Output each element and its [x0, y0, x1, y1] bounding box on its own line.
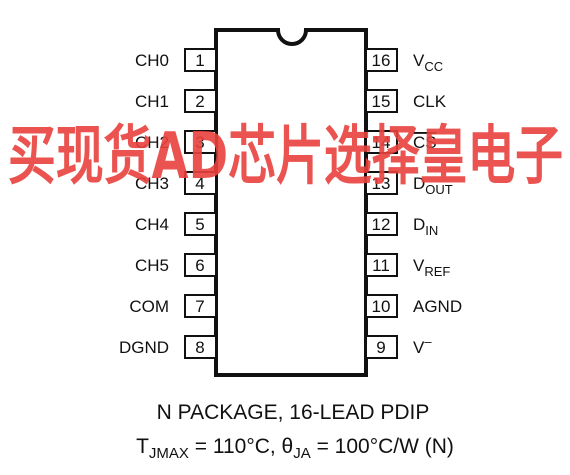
pin-number: 7: [195, 297, 204, 316]
pin-label: DGND: [119, 338, 169, 357]
pin-6: 6 CH5: [135, 253, 217, 277]
pin-number: 11: [372, 256, 390, 275]
pin-number: 9: [376, 338, 385, 357]
pin-number: 6: [195, 256, 204, 275]
tjmax-subscript: JMAX: [149, 445, 189, 462]
pin-1: 1 CH0: [135, 48, 217, 72]
pin-box: [184, 171, 217, 195]
pin-15: 15 CLK: [365, 89, 447, 113]
pin-box: [184, 335, 217, 359]
pin-number: 14: [372, 133, 391, 152]
pin-box: [365, 335, 398, 359]
pin-number: 16: [372, 51, 391, 70]
pin-14: 14 CS: [365, 130, 437, 154]
pin-label: VREF: [413, 256, 450, 279]
pin-label: VCC: [413, 51, 443, 74]
pin-label-subscript: OUT: [425, 182, 453, 197]
pin-label: CH4: [135, 215, 169, 234]
theta-value: = 100°C/W (N): [311, 435, 454, 458]
pin-number: 8: [195, 338, 204, 357]
pin-label: AGND: [413, 297, 462, 316]
pin-label-main: D: [413, 174, 425, 193]
pin-label: CLK: [413, 92, 447, 111]
pin-label: CH3: [135, 174, 169, 193]
pin-box: [365, 48, 398, 72]
pin-10: 10 AGND: [365, 294, 462, 318]
pin-label-main: CLK: [413, 92, 447, 111]
pin-label-superscript: –: [424, 334, 432, 349]
left-pin-group: 1 CH0 2 CH1 3 CH2 4 CH3 5 CH4 6 CH5 7 COM 8 DGND: [119, 48, 217, 359]
watermark-text: 买现货AD芯片选择皇电子: [8, 120, 563, 194]
pin-box: [365, 212, 398, 236]
theta-subscript: JA: [293, 445, 311, 462]
pin-label: V–: [413, 334, 432, 357]
pin-box: [365, 253, 398, 277]
pin-4: 4 CH3: [135, 171, 217, 195]
pin-label: CS: [413, 133, 437, 152]
pin-number: 5: [195, 215, 204, 234]
pin-label-subscript: CC: [424, 59, 443, 74]
pin-box: [184, 212, 217, 236]
pin-box: [365, 130, 398, 154]
pin-number: 12: [372, 215, 391, 234]
package-caption: N PACKAGE, 16-LEAD PDIP: [157, 401, 430, 424]
pin-9: 9 V–: [365, 334, 432, 359]
pin-box: [365, 171, 398, 195]
pin-label-main: AGND: [413, 297, 462, 316]
pin-label-main: V: [413, 51, 425, 70]
pin-box: [365, 89, 398, 113]
pin-label-main: V: [413, 338, 425, 357]
tjmax-value: = 110°C, θ: [189, 435, 293, 458]
pin-label: CH0: [135, 51, 169, 70]
pin-label: CH5: [135, 256, 169, 275]
pin-8: 8 DGND: [119, 335, 217, 359]
pin-number: 10: [372, 297, 391, 316]
chip-body: [214, 28, 368, 377]
pin-number: 4: [195, 174, 204, 193]
pin-label: CH2: [135, 133, 169, 152]
tjmax-symbol: T: [136, 435, 149, 458]
pin-box: [365, 294, 398, 318]
pin-number: 1: [195, 51, 204, 70]
pin-13: 13 DOUT: [365, 171, 453, 197]
pin-box: [184, 48, 217, 72]
pin-label-subscript: REF: [424, 264, 450, 279]
pin-label: DOUT: [413, 174, 453, 197]
pin-number: 3: [195, 133, 204, 152]
pin-7: 7 COM: [129, 294, 217, 318]
pin-label-subscript: IN: [425, 223, 438, 238]
pin-16: 16 VCC: [365, 48, 443, 74]
pin-12: 12 DIN: [365, 212, 438, 238]
pin-box: [184, 130, 217, 154]
pin-2: 2 CH1: [135, 89, 217, 113]
pin-5: 5 CH4: [135, 212, 217, 236]
pin-box: [184, 89, 217, 113]
pin-label: CH1: [135, 92, 169, 111]
pin-label: DIN: [413, 215, 438, 238]
thermal-caption: TJMAX = 110°C, θJA = 100°C/W (N): [136, 435, 454, 462]
pin-3: 3 CH2: [135, 130, 217, 154]
pin-label-main: CS: [413, 133, 437, 152]
pin-box: [184, 253, 217, 277]
pin-label-main: D: [413, 215, 425, 234]
pin-box: [184, 294, 217, 318]
pin-number: 13: [372, 174, 391, 193]
pin-number: 15: [372, 92, 391, 111]
pin-label-main: V: [413, 256, 425, 275]
pin-11: 11 VREF: [365, 253, 450, 279]
pin-number: 2: [195, 92, 204, 111]
pin-label: COM: [129, 297, 169, 316]
